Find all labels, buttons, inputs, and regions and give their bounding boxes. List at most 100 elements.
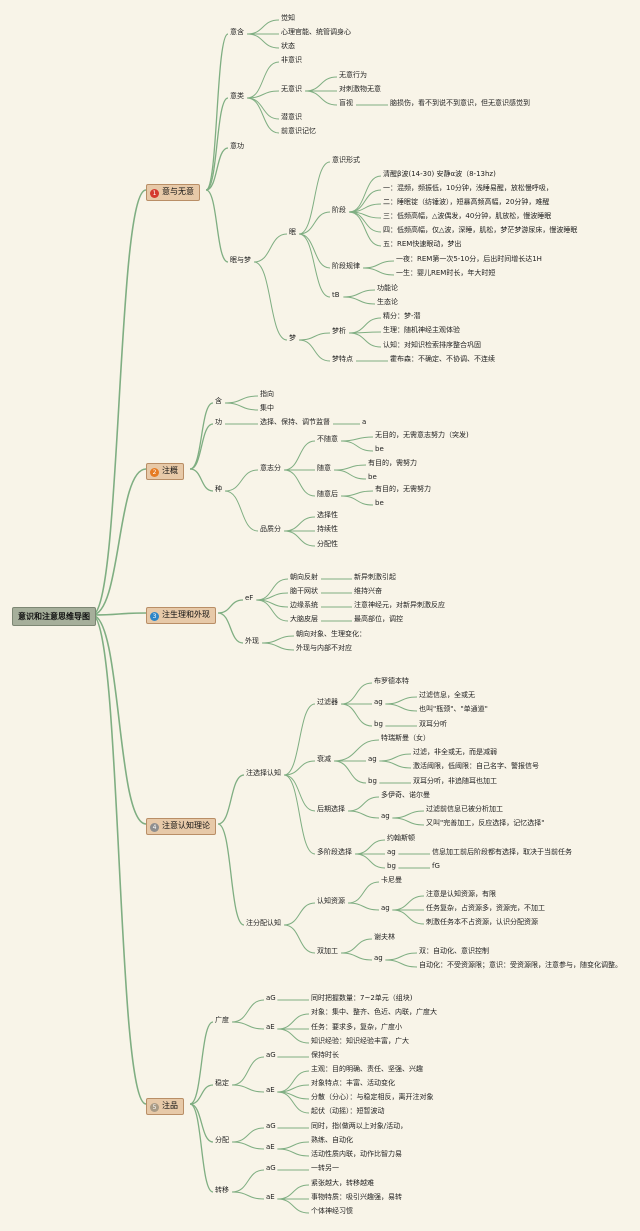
node-label[interactable]: a [362,418,367,426]
node-label[interactable]: 外现与内部不对应 [296,644,352,652]
node-label[interactable]: 五：REM快速眼动，梦出 [383,240,462,248]
node-label[interactable]: 眠 [289,228,296,236]
node-label[interactable]: 多阶段选择 [317,848,352,856]
node-label[interactable]: 选择、保持、调节监督 [260,418,330,426]
node-label[interactable]: 状态 [281,42,295,50]
node-label[interactable]: 又叫"完善加工，反应选择，记忆选择" [426,819,545,827]
node-label[interactable]: 无目的，无需意志努力（突发) [375,431,469,439]
node-label[interactable]: 过滤器 [317,698,338,706]
node-label[interactable]: 一转另一 [311,1164,339,1172]
node-label[interactable]: 对刺激物无意 [339,85,381,93]
node-label[interactable]: bg [374,720,383,728]
node-label[interactable]: 意含 [230,28,244,36]
node-label[interactable]: 注意神经元，对新异刺激反应 [354,601,445,609]
node-label[interactable]: 知识经验：知识经验丰富，广大 [311,1037,409,1045]
node-label[interactable]: 一夜：REM第一次5-10分，后出时间增长达1H [396,255,542,263]
node-label[interactable]: 集中 [260,404,274,412]
node-label[interactable]: 四：低频高幅，仅△波，深睡，肌松，梦茫梦游尿床，慢波睡眠 [383,226,578,234]
node-label[interactable]: 持续性 [317,525,338,533]
node-label[interactable]: 霍布森：不确定、不协调、不连续 [390,355,495,363]
node-label[interactable]: 双耳分听，非追随耳也加工 [413,777,497,785]
node-label[interactable]: 朝向反射 [290,573,318,581]
node-label[interactable]: 清醒β波(14-30) 安静α波（8-13hz) [383,170,496,178]
node-label[interactable]: 稳定 [215,1079,229,1087]
node-label[interactable]: 双：自动化、意识控制 [419,947,489,955]
node-label[interactable]: ag [381,904,390,912]
node-label[interactable]: 对象：集中、整齐、色近、内联，广度大 [311,1008,437,1016]
node-label[interactable]: 一：混频，频振低，10分钟，浅睡易醒，放松慢呼吸， [383,184,553,192]
node-label[interactable]: 新异刺激引起 [354,573,396,581]
node-label[interactable]: 转移 [215,1186,229,1194]
node-label[interactable]: 盲视 [339,99,353,107]
node-label[interactable]: 起伏（动摇）：短暂波动 [311,1107,385,1115]
node-label[interactable]: 边缘系统 [290,601,318,609]
node-label[interactable]: 三：低频高幅，△波偶发，40分钟，肌放松，慢波睡眠 [383,212,552,220]
node-label[interactable]: fG [432,862,440,870]
node-label[interactable]: 梦 [289,334,296,342]
node-label[interactable]: 最高部位，调控 [354,615,403,623]
node-label[interactable]: 无意识 [281,85,302,93]
node-label[interactable]: 含 [215,397,222,405]
node-label[interactable]: 事物特质：吸引兴趣强，易转 [311,1193,402,1201]
node-label[interactable]: 无意行为 [339,71,367,79]
node-label[interactable]: 有目的，需努力 [368,459,417,467]
node-label[interactable]: 衰减 [317,755,331,763]
node-label[interactable]: 有目的，无需努力 [375,485,431,493]
node-label[interactable]: ag [368,755,377,763]
node-label[interactable]: 注选择认知 [246,769,281,777]
node-label[interactable]: be [375,499,384,507]
node-label[interactable]: 认知资源 [317,897,345,905]
node-label[interactable]: 多伊奇、诺尔曼 [381,791,430,799]
node-label[interactable]: aG [266,1051,276,1059]
node-label[interactable]: 特瑞斯曼（女） [381,734,430,742]
node-label[interactable]: 二：睡眠锭（纺锤波），短暴高频高幅，20分钟，难醒 [383,198,550,206]
node-label[interactable]: 意功 [230,142,244,150]
node-label[interactable]: 心理官能、统管调身心 [281,28,351,36]
node-label[interactable]: 功 [215,418,222,426]
node-label[interactable]: 指向 [260,390,274,398]
node-label[interactable]: 潜意识 [281,113,302,121]
node-label[interactable]: 刺激任务本不占资源，认识分配资源 [426,918,538,926]
node-label[interactable]: 保持时长 [311,1051,339,1059]
node-label[interactable]: 脑干网状 [290,587,318,595]
node-label[interactable]: 种 [215,485,222,493]
node-label[interactable]: 活动性质内联，动作比智力易 [311,1150,402,1158]
node-label[interactable]: 也叫"瓶颈"、"单通道" [419,705,488,713]
node-label[interactable]: 双加工 [317,947,338,955]
node-label[interactable]: 过滤，非全或无，而是减弱 [413,748,497,756]
node-label[interactable]: 注意是认知资源，有限 [426,890,496,898]
node-label[interactable]: 认知：对知识检索排序整合巩固 [383,341,481,349]
node-label[interactable]: 过滤前信息已被分析加工 [426,805,503,813]
node-label[interactable]: 个体神经习惯 [311,1207,353,1215]
node-label[interactable]: 主观：目的明确、责任、坚强、兴趣 [311,1065,423,1073]
node-label[interactable]: 信息加工前后阶段都有选择，取决于当前任务 [432,848,572,856]
node-label[interactable]: ag [381,812,390,820]
node-label[interactable]: 精分：梦-潜 [383,312,421,320]
node-label[interactable]: aE [266,1023,275,1031]
node-label[interactable]: 阶段 [332,206,346,214]
node-label[interactable]: 非意识 [281,56,302,64]
node-label[interactable]: be [368,473,377,481]
node-label[interactable]: 双耳分听 [419,720,447,728]
node-label[interactable]: 生理：随机神经主观体验 [383,326,460,334]
root-node[interactable]: 意识和注意思维导图 [12,607,96,626]
node-label[interactable]: 选择性 [317,511,338,519]
node-label[interactable]: 同时，指(做两以上对象/活动， [311,1122,408,1130]
node-label[interactable]: 激活阈限，低阈限：自己名字、警报信号 [413,762,539,770]
node-label[interactable]: 功能论 [377,284,398,292]
node-label[interactable]: ag [387,848,396,856]
node-label[interactable]: 任务：要求多，复杂，广度小 [311,1023,402,1031]
node-label[interactable]: ag [374,954,383,962]
node-label[interactable]: 注分配认知 [246,919,281,927]
node-label[interactable]: 过滤信息，全或无 [419,691,475,699]
node-label[interactable]: 约翰斯顿 [387,834,415,842]
node-label[interactable]: 生态论 [377,298,398,306]
node-label[interactable]: 后期选择 [317,805,345,813]
node-label[interactable]: bg [387,862,396,870]
node-label[interactable]: aG [266,994,276,1002]
node-label[interactable]: 同时把握数量：7~2单元（组块) [311,994,413,1002]
node-label[interactable]: 维持兴奋 [354,587,382,595]
